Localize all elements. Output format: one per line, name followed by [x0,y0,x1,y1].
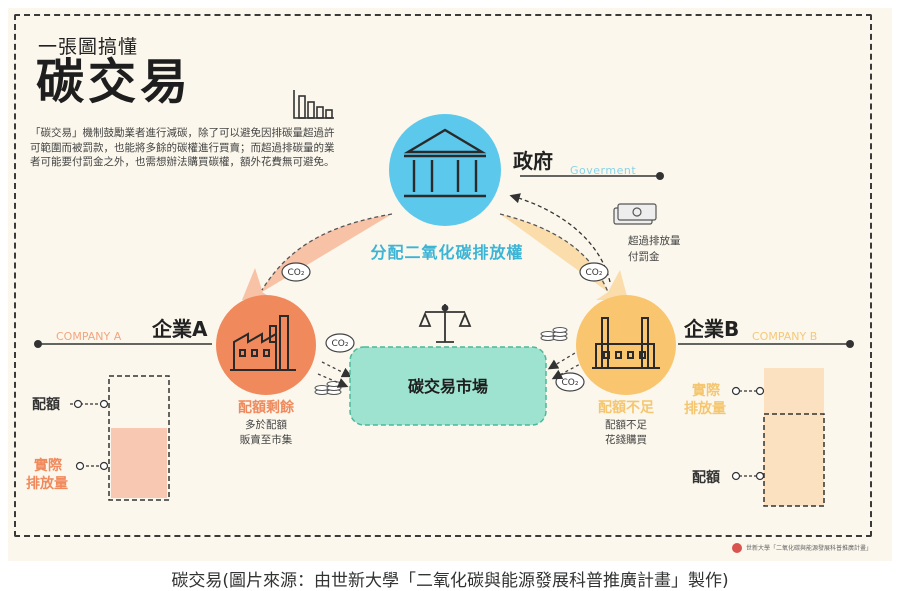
cash-icon [613,203,657,225]
fine-note-2: 付罰金 [628,250,660,263]
university-logo-icon: 世新大學「二氧化碳與能源發展科普推廣計畫」 [732,543,872,553]
description: 「碳交易」機制鼓勵業者進行減碳，除了可以避免因排碳量超過許可範圍而被罰款，也能將… [30,127,335,168]
coins-icon [314,381,342,395]
svg-text:CO₂: CO₂ [562,378,579,388]
market-box [349,346,547,426]
scale-icon [418,304,472,343]
company-a-circle [216,295,316,395]
co2-cloud-icon: CO₂ [325,333,355,353]
dashed-frame [14,14,872,537]
market-label: 碳交易市場 [408,377,488,396]
co2-cloud-icon: CO₂ [579,262,609,282]
allocation-label: 分配二氧化碳排放權 [370,243,523,262]
page-title: 碳交易 [36,54,193,110]
company-a-actual-label-2: 排放量 [26,475,68,492]
co2-cloud-icon: CO₂ [281,262,311,282]
company-a-actual-label-1: 實際 [34,457,63,474]
company-b-note-2: 花錢購買 [605,433,647,446]
company-b-quota-label: 配額 [692,469,720,486]
factory-icon [592,317,660,369]
company-a-status: 配額剩餘 [238,399,295,416]
image-caption: 碳交易(圖片來源：由世新大學「二氧化碳與能源發展科普推廣計畫」製作) [171,571,729,591]
company-b-actual-label-1: 實際 [692,382,721,399]
coins-icon [540,327,568,341]
company-a-label-en: COMPANY A [56,330,122,343]
government-label-en: Goverment [570,164,636,177]
footer-logo-text: 世新大學「二氧化碳與能源發展科普推廣計畫」 [746,544,872,552]
fine-note-1: 超過排放量 [628,234,681,247]
svg-text:CO₂: CO₂ [586,268,603,278]
bar-chart-icon [293,90,334,119]
company-b-label: 企業B [683,317,739,341]
company-a-note-2: 販賣至市集 [240,433,293,446]
company-b-label-en: COMPANY B [752,330,817,343]
company-b-note-1: 配額不足 [605,418,647,431]
subtitle: 一張圖搞懂 [38,36,139,58]
company-a-note-1: 多於配額 [245,418,287,431]
factory-icon [230,315,296,371]
government-building-icon [403,128,487,198]
trade-arrows [317,349,585,388]
company-a-quota-label: 配額 [32,396,60,413]
company-b-bar [763,368,825,507]
government-circle [389,114,501,226]
company-b-actual-label-2: 排放量 [684,400,726,417]
arrow-to-company-a [242,214,392,300]
svg-text:CO₂: CO₂ [288,268,305,278]
co2-cloud-icon: CO₂ [555,372,585,392]
government-label: 政府 [513,149,553,173]
company-a-label: 企業A [151,317,208,341]
company-b-status: 配額不足 [598,399,655,416]
svg-text:CO₂: CO₂ [332,339,349,349]
company-a-bar [108,375,170,501]
